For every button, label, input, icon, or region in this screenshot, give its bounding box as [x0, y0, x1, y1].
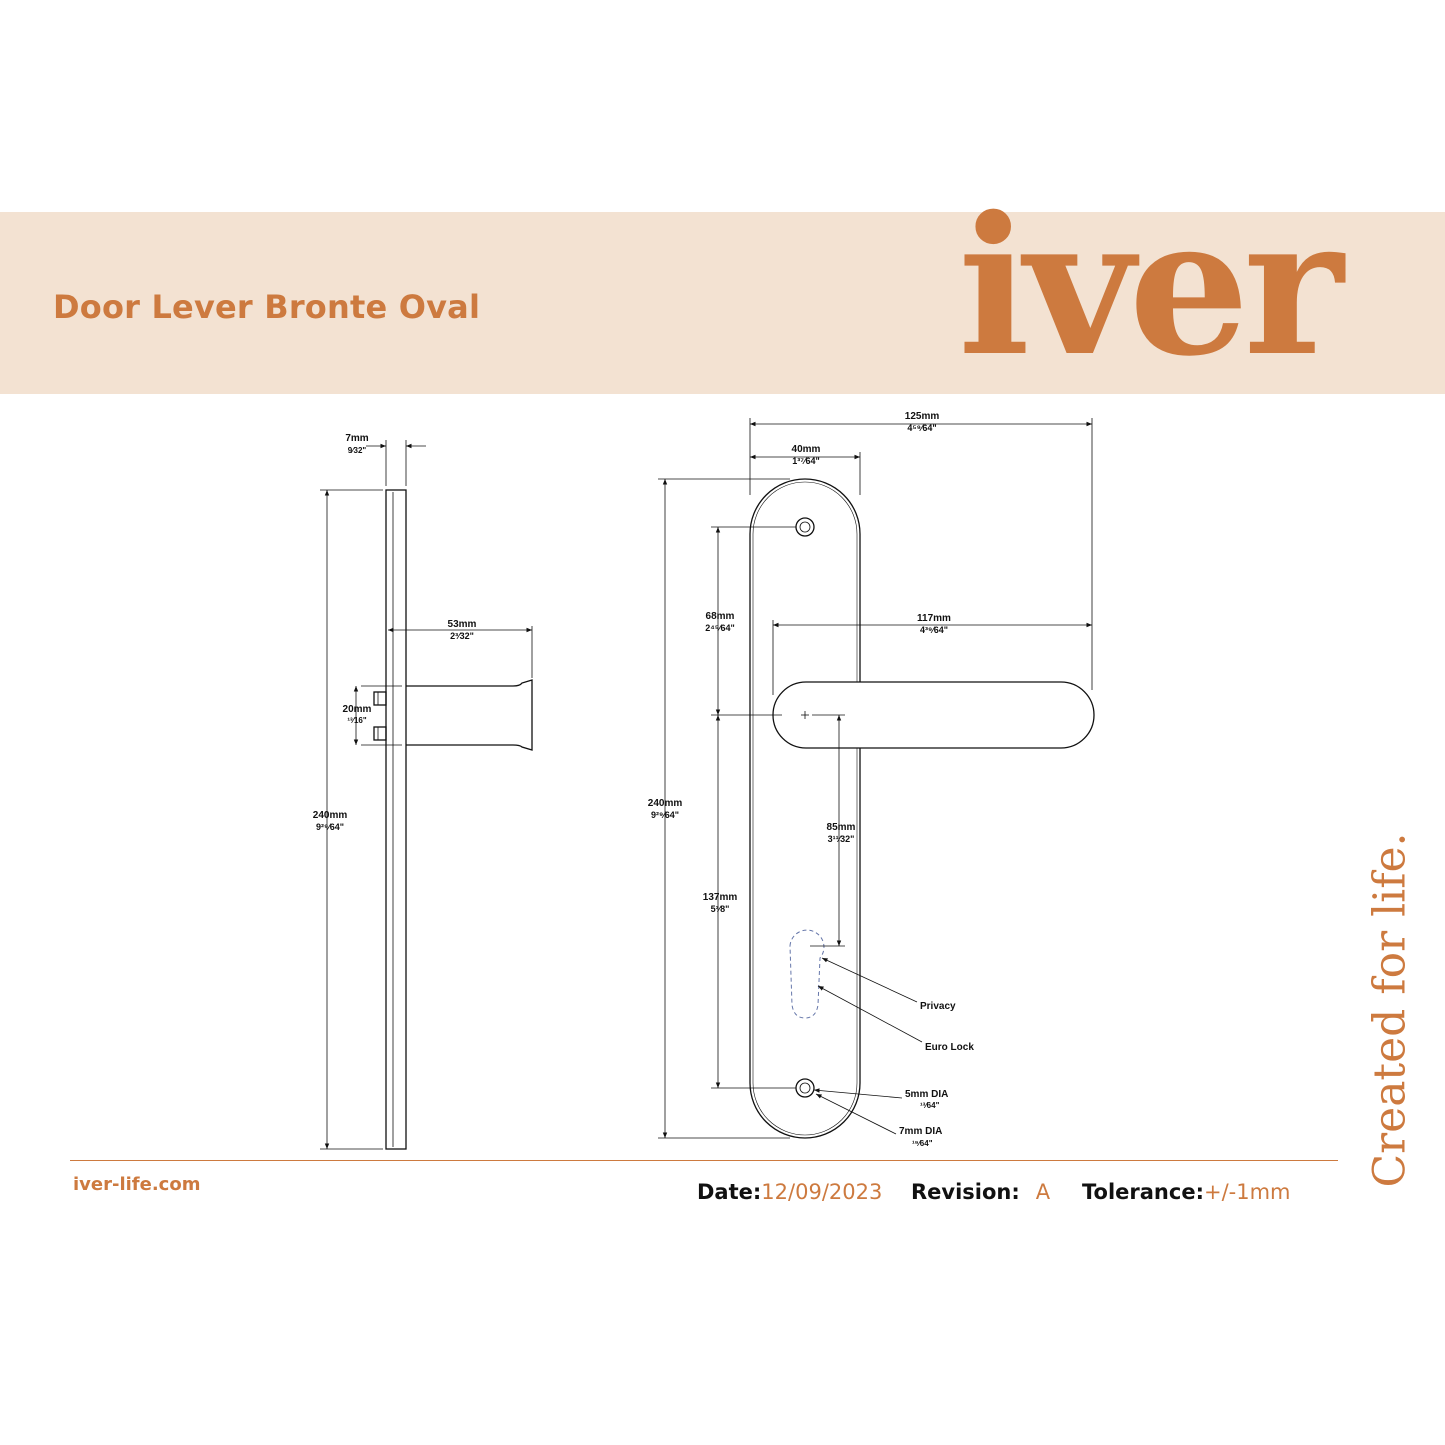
- side-backplate: [385, 489, 407, 1150]
- front-backplate: [749, 478, 861, 1139]
- top-screw-hole: [795, 517, 815, 537]
- side-height-in: 9²⁹⁄64": [316, 822, 344, 832]
- footer-rule: [70, 1160, 1338, 1161]
- plate-width-in: 1³⁷⁄64": [792, 456, 820, 466]
- revision-label: Revision:: [911, 1180, 1020, 1204]
- side-lever-arm: [406, 679, 533, 751]
- side-projection-in: 2³⁄32": [450, 631, 474, 641]
- iver-logo: iver: [958, 175, 1344, 398]
- side-view: [320, 440, 533, 1150]
- date-field: Date:12/09/2023: [697, 1180, 882, 1204]
- lever-to-lock-in: 3¹¹⁄32": [828, 834, 855, 844]
- euro-lock-outline: [789, 929, 825, 1019]
- header-banner: [0, 212, 1445, 394]
- lever-length-in: 4³⁹⁄64": [920, 625, 948, 635]
- screw-hole-in: ¹³⁄64": [920, 1101, 940, 1110]
- front-height-in: 9²⁹⁄64": [651, 810, 679, 820]
- screw-to-lever-in: 2⁴⁵⁄64": [705, 623, 734, 633]
- website-link[interactable]: iver-life.com: [73, 1174, 201, 1195]
- tolerance-field: Tolerance:+/-1mm: [1082, 1180, 1291, 1204]
- side-height-mm: 240mm: [313, 810, 348, 821]
- date-value: 12/09/2023: [761, 1180, 883, 1204]
- front-height-mm: 240mm: [648, 798, 683, 809]
- side-projection-mm: 53mm: [448, 619, 477, 630]
- countersink-in: ¹⁹⁄64": [912, 1139, 933, 1148]
- tolerance-value: +/-1mm: [1203, 1180, 1291, 1204]
- lever-to-screw-mm: 137mm: [703, 892, 738, 903]
- lever-span-in: 4⁵⁹⁄64": [907, 423, 936, 433]
- side-rose-bottom: [373, 726, 387, 741]
- page-title: Door Lever Bronte Oval: [53, 288, 481, 326]
- date-label: Date:: [697, 1180, 762, 1204]
- revision-field: Revision: A: [911, 1180, 1050, 1204]
- side-rose-top: [373, 691, 387, 706]
- countersink-mm: 7mm DIA: [899, 1126, 942, 1137]
- side-thickness-mm: 7mm: [345, 433, 368, 444]
- screw-to-lever-mm: 68mm: [706, 611, 735, 622]
- bottom-screw-hole: [795, 1078, 815, 1098]
- lever-to-lock-mm: 85mm: [827, 822, 856, 833]
- euro-lock-label: Euro Lock: [925, 1042, 974, 1053]
- side-thickness-in: 9⁄32": [348, 446, 367, 455]
- tolerance-label: Tolerance:: [1082, 1180, 1204, 1204]
- screw-hole-mm: 5mm DIA: [905, 1089, 948, 1100]
- front-view: [658, 418, 1095, 1139]
- plate-width-mm: 40mm: [792, 444, 821, 455]
- revision-value: A: [1035, 1180, 1051, 1204]
- lever-to-screw-in: 5³⁄8": [711, 904, 730, 914]
- side-rose-mm: 20mm: [343, 704, 372, 715]
- side-rose-in: ¹³⁄16": [347, 716, 367, 725]
- privacy-label: Privacy: [920, 1001, 956, 1012]
- lever-span-mm: 125mm: [905, 411, 940, 422]
- lever-length-mm: 117mm: [917, 613, 951, 624]
